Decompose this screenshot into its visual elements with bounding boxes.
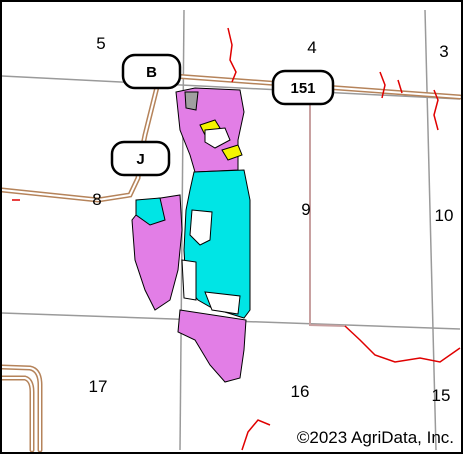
section-label-15: 15 — [432, 386, 451, 405]
shield-b: B — [121, 53, 182, 90]
soil-cyan-west — [135, 197, 166, 226]
grid-line-top — [2, 75, 461, 100]
soil-inclusion-3 — [181, 259, 197, 301]
section-label-4: 4 — [307, 38, 316, 57]
shield-151-label: 151 — [290, 80, 315, 97]
copyright-text: ©2023 AgriData, Inc. — [297, 428, 454, 447]
shield-j: J — [110, 140, 171, 177]
stream-3 — [397, 79, 403, 94]
soil-inclusion-4 — [204, 127, 231, 149]
section-label-10: 10 — [435, 206, 454, 225]
shield-b-label: B — [146, 64, 157, 81]
soil-cyan-main — [183, 169, 251, 319]
stream-2 — [379, 71, 386, 99]
section-label-17: 17 — [89, 377, 108, 396]
section-label-9: 9 — [301, 200, 310, 219]
road-sw-inner — [2, 375, 35, 452]
grid-line-right — [424, 9, 437, 451]
stream-6 — [241, 419, 271, 451]
soil-yellow-2 — [221, 144, 243, 161]
section-label-16: 16 — [291, 382, 310, 401]
section-label-5: 5 — [96, 34, 105, 53]
section-label-8: 8 — [92, 190, 101, 209]
soil-inclusion-1 — [189, 209, 213, 246]
shield-151: 151 — [271, 69, 335, 106]
stream-1 — [227, 27, 237, 83]
shield-j-label: J — [136, 151, 144, 168]
stream-4 — [433, 89, 439, 131]
soil-polygons — [131, 87, 251, 383]
soil-violet-west — [131, 194, 183, 311]
soil-inclusion-2 — [204, 291, 241, 315]
stream-5 — [344, 325, 461, 363]
soil-violet-south — [177, 309, 247, 383]
soil-gray — [184, 91, 199, 111]
pink-road — [309, 90, 346, 327]
streams — [12, 27, 461, 451]
section-label-3: 3 — [439, 42, 448, 61]
